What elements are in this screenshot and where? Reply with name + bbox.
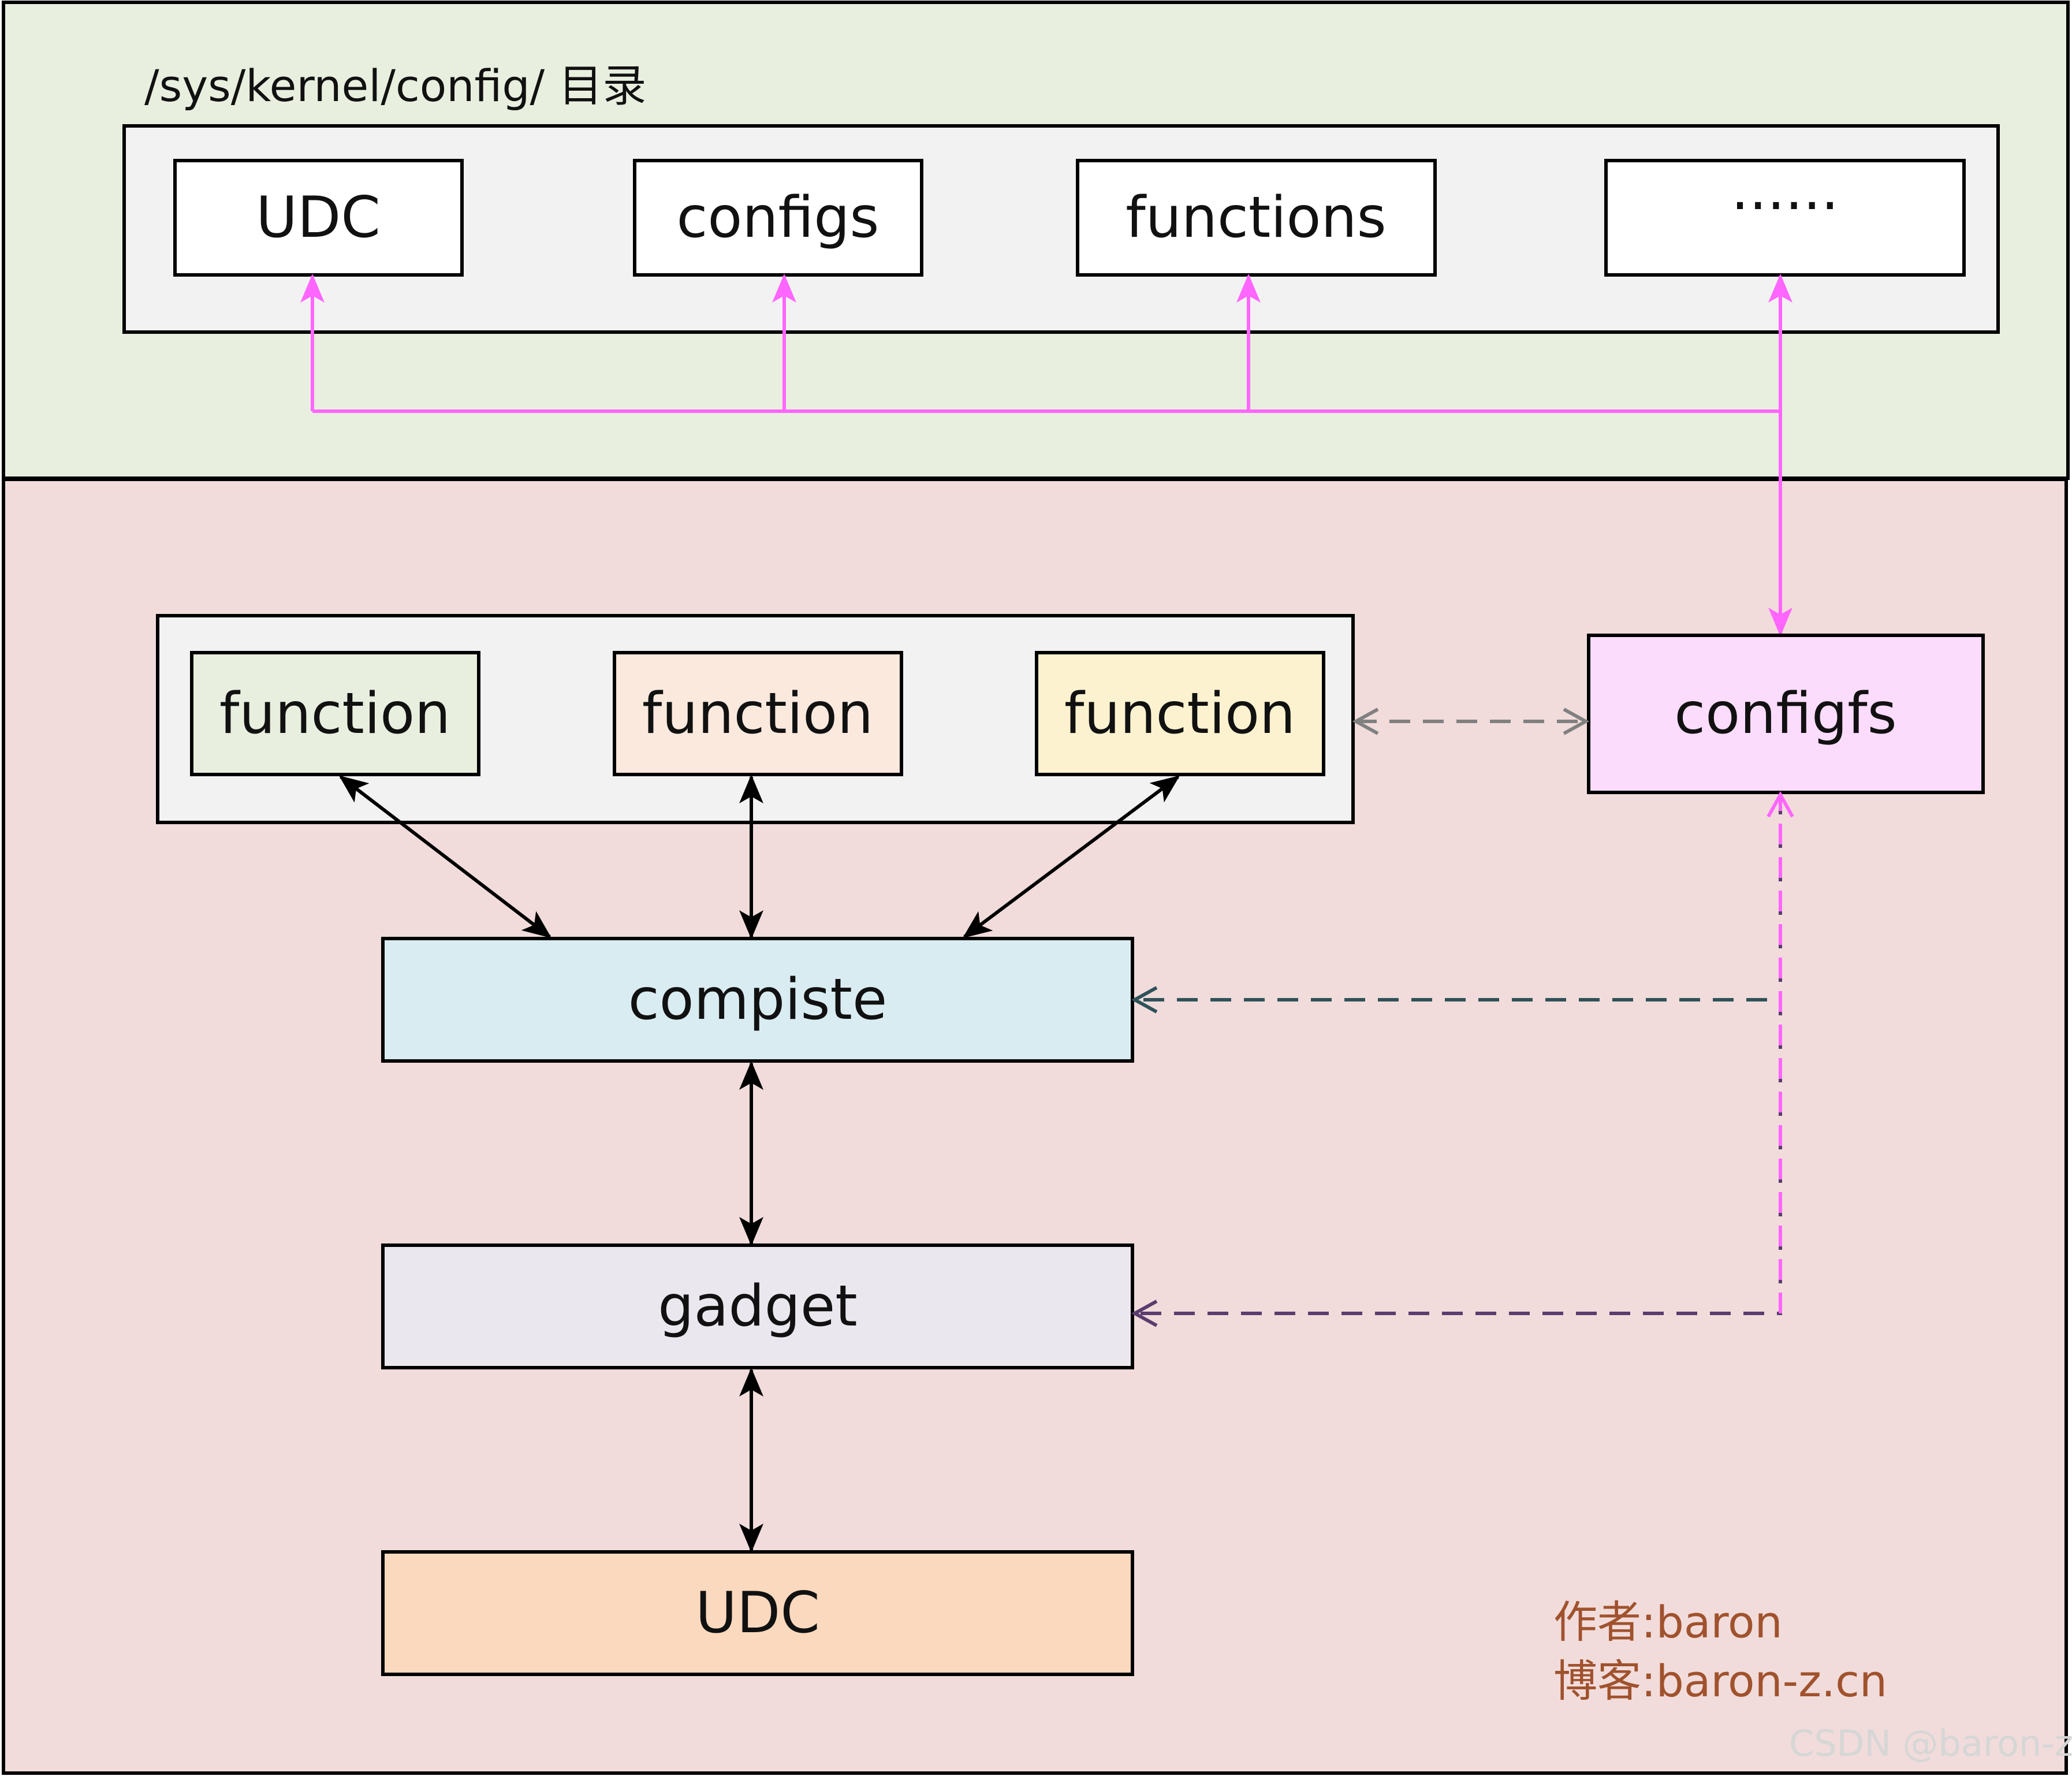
gadget-label: gadget: [658, 1274, 857, 1339]
function-box-2: function: [613, 651, 903, 776]
function-box-1-label: function: [219, 681, 450, 747]
configfs-box: configfs: [1587, 634, 1985, 794]
top-region-title: /sys/kernel/config/ 目录: [144, 60, 646, 111]
udc-box: UDC: [381, 1550, 1134, 1676]
config-dir-item-configs: configs: [633, 159, 923, 277]
config-dir-item-more-label: ······: [1731, 173, 1839, 239]
configfs-to-dir-links: [300, 274, 1792, 636]
gadget-box: gadget: [381, 1243, 1134, 1369]
function1-compiste-link: [338, 775, 552, 939]
compiste-label: compiste: [628, 967, 888, 1033]
config-dir-item-functions: functions: [1076, 159, 1437, 277]
configfs-label: configfs: [1674, 681, 1896, 747]
config-dir-item-udc: UDC: [173, 159, 464, 277]
function-box-1: function: [190, 651, 480, 776]
function-box-3: function: [1035, 651, 1325, 776]
config-dir-item-functions-label: functions: [1126, 185, 1386, 251]
stack-links: [338, 775, 1180, 1552]
compiste-box: compiste: [381, 937, 1134, 1063]
function-box-3-label: function: [1064, 681, 1295, 747]
udc-label: UDC: [695, 1580, 820, 1646]
blog-line: 博客:baron-z.cn: [1553, 1655, 1887, 1707]
function-box-2-label: function: [642, 681, 873, 747]
config-dir-item-udc-label: UDC: [256, 185, 381, 251]
config-dir-item-more: ······: [1604, 159, 1966, 277]
config-dir-item-configs-label: configs: [677, 185, 880, 251]
watermark: CSDN @baron-z: [1789, 1722, 2072, 1764]
function3-compiste-link: [962, 775, 1180, 939]
author-line: 作者:baron: [1553, 1596, 1783, 1648]
